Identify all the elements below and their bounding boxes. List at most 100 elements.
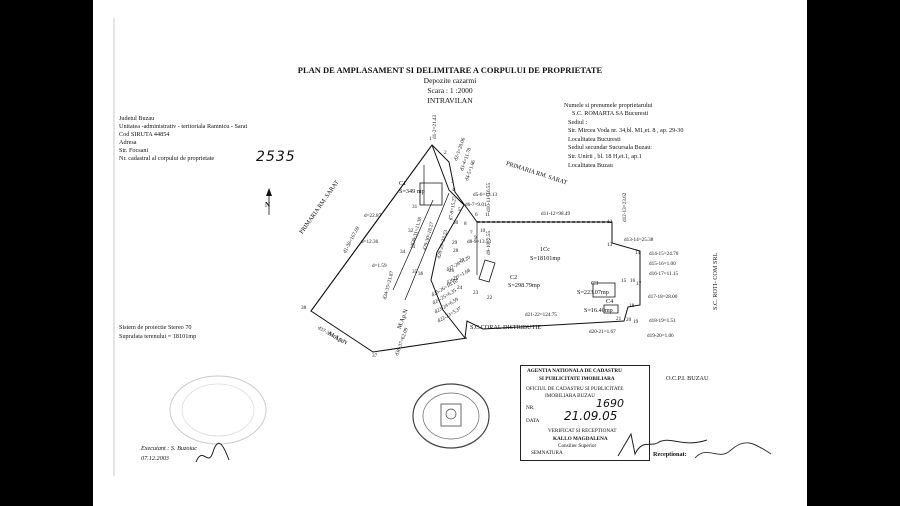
c4-area: S=16.40mp — [584, 307, 613, 314]
dist-1-2: d1-2=21.43 — [432, 114, 438, 139]
point-label: 12 — [607, 219, 613, 225]
c4-name: C4 — [606, 298, 614, 305]
dist-12-13: d12-13=23.62 — [622, 192, 628, 222]
point-label: 11 — [485, 212, 490, 218]
receptionat-label: Receptionat: — [653, 451, 687, 458]
dist-20-21: d20-21=1.67 — [589, 329, 616, 335]
point-label: 17 — [636, 281, 642, 287]
point-label: 36 — [418, 271, 424, 277]
dist-8-9: d8-9=13.53 — [467, 239, 492, 245]
point-label: 9 — [474, 235, 477, 241]
agency-line4: IMOBILIARA BUZAU — [545, 393, 595, 399]
agency-stamp — [520, 365, 650, 461]
point-label: 25 — [453, 276, 459, 282]
point-label: 32 — [408, 228, 414, 234]
agency-person: KALLO MAGDALENA — [553, 436, 608, 442]
agency-line3: OFICIUL DE CADASTRU SI PUBLICITATE — [526, 386, 624, 392]
building-c1 — [419, 182, 443, 206]
projection-system: Sistem de proiectie Stereo 70 — [119, 324, 192, 331]
point-label: 33 — [410, 244, 416, 250]
dist-6-7: d6-7=9.01 — [465, 202, 487, 208]
point-label: 16 — [630, 278, 636, 284]
dist-17-18: d17-18=28.00 — [648, 294, 678, 300]
dist-1-59: d=1.59 — [372, 263, 387, 269]
total-area: Suprafata terenului = 18101mp — [119, 333, 197, 340]
point-label: 1 — [429, 136, 432, 142]
icc-name: 1Cc — [540, 246, 550, 253]
point-label: 27 — [459, 258, 465, 264]
point-label: 4 — [452, 187, 455, 193]
point-label: 6 — [475, 212, 478, 218]
executant-date: 07.12.2003 — [141, 455, 169, 462]
executant: Executant : S. Buzoiuc — [141, 445, 198, 452]
north-label: N — [265, 201, 271, 209]
seat-label: Sediul : — [568, 119, 588, 126]
point-label: 30 — [453, 220, 459, 226]
plan-scale: Scara : 1 :2000 — [427, 86, 473, 95]
point-label: 23 — [473, 290, 479, 296]
cadastral-number-label: Nr. cadastral al corpului de proprietate — [119, 155, 215, 162]
dist-19-20: d19-20=1.06 — [647, 333, 674, 339]
neighbor-coral: S.C.CORAL DISTRIBUTIE — [470, 324, 542, 331]
siruta-code: Cod SIRUTA 44854 — [119, 131, 170, 138]
c1-area: S=349 mp — [399, 188, 425, 195]
agency-date-label: DATA — [526, 418, 540, 424]
plan-title: PLAN DE AMPLASAMENT SI DELIMITARE A CORP… — [297, 65, 603, 75]
agency-line1: AGENTIA NATIONALA DE CADASTRU — [527, 368, 622, 374]
plan-zone: INTRAVILAN — [427, 96, 473, 105]
point-label: 10 — [480, 228, 486, 234]
point-label: 8 — [464, 221, 467, 227]
dist-14-15: d14-15=24.70 — [649, 251, 679, 257]
county: Judetul Buzau — [119, 115, 155, 122]
dist-13-14: d13-14=25.38 — [624, 237, 654, 243]
building-c2 — [478, 259, 496, 283]
dist-15-16: d15-16=1.00 — [649, 261, 676, 267]
parcel-boundary — [310, 143, 641, 353]
address-label: Adresa — [119, 139, 137, 146]
point-label: 14 — [635, 250, 641, 256]
cadastral-number-handwritten: 2535 — [256, 149, 296, 165]
point-label: 20 — [626, 317, 632, 323]
dist-18-19: d18-19=1.51 — [649, 318, 676, 324]
branch-city: Localitatea Buzau — [568, 162, 613, 169]
icc-area: S=18101mp — [530, 255, 561, 262]
dist-22-87: d=22.87 — [364, 213, 382, 219]
branch-address: Str. Unirii , bl. 18 H,et.1, ap.1 — [568, 153, 642, 160]
c2-area: S=298.79mp — [508, 282, 540, 289]
point-label: 26 — [449, 268, 455, 274]
point-label: 35 — [412, 269, 418, 275]
point-label: 2 — [444, 150, 447, 156]
executant-signature — [195, 442, 230, 463]
dist-9-10: d9-10=2.55 — [486, 230, 492, 255]
building-c4 — [603, 304, 619, 314]
point-label: 3 — [451, 179, 454, 185]
agency-nr-value: 1690 — [596, 397, 624, 410]
agency-role: Consilier Superior — [558, 443, 597, 449]
seat-city: Localitatea Bucuresti — [568, 136, 621, 143]
seat-address: Str. Mircea Voda nr. 34,bl. M1,et. 8 , a… — [568, 127, 684, 134]
admin-unit: Unitatea -administrativ - teritoriala Ra… — [119, 123, 248, 130]
c2-name: C2 — [510, 274, 518, 281]
c3-area: S=223.07mp — [577, 289, 609, 296]
point-label: 13 — [607, 242, 613, 248]
inspector-signature — [617, 432, 708, 457]
point-label: 38 — [301, 305, 307, 311]
point-label: 24 — [457, 285, 463, 291]
cadastral-plan — [113, 18, 641, 476]
point-label: 37 — [372, 353, 378, 359]
point-label: 5 — [458, 207, 461, 213]
point-label: 15 — [621, 278, 627, 284]
point-label: 19 — [633, 319, 639, 325]
agency-line2: SI PUBLICITATE IMOBILIARA — [539, 376, 615, 382]
plan-subtitle: Depozite cazarmi — [423, 76, 477, 85]
receptionat-signature — [694, 442, 772, 459]
round-seal — [412, 383, 490, 449]
dist-5-6: d5-6=13.13 — [473, 192, 498, 198]
faded-seal — [169, 375, 267, 445]
street: Str. Focsani — [119, 147, 149, 154]
dist-10-11: d10-11=16.55 — [486, 182, 492, 212]
agency-nr-label: NR. — [526, 405, 535, 411]
dist-11-12: d11-12=98.49 — [541, 211, 571, 217]
point-label: 34 — [400, 249, 406, 255]
branch-label: Sediul secundar Sucursala Buzau: — [568, 144, 653, 151]
